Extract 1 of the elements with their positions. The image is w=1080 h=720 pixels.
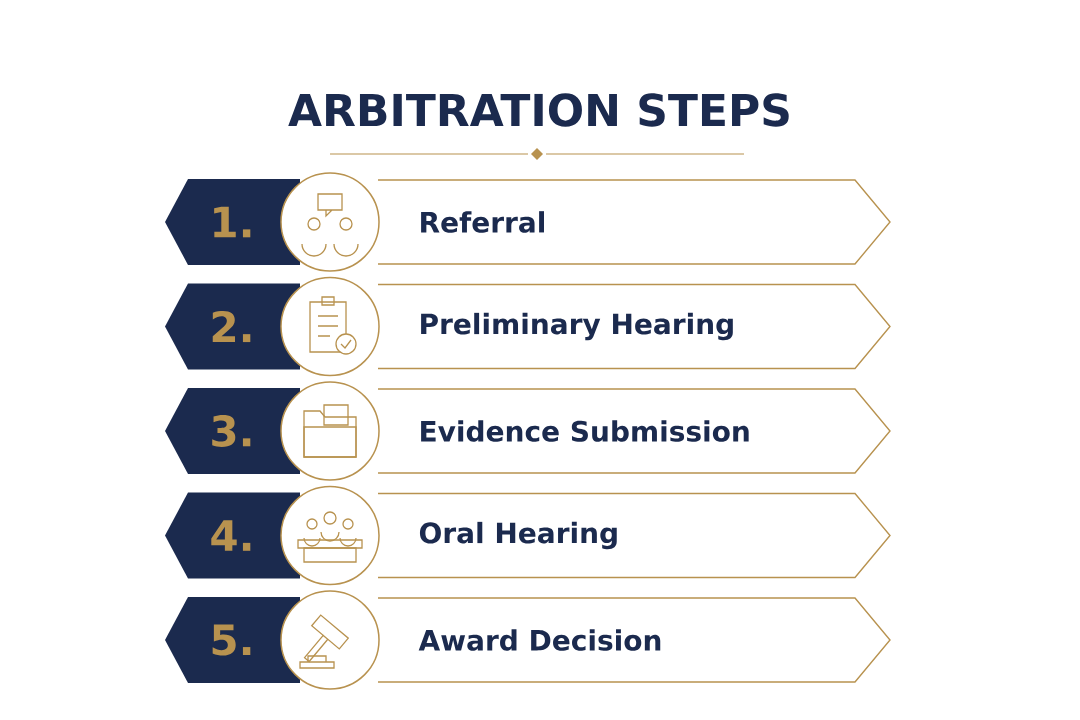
title: ARBITRATION STEPS	[288, 93, 789, 127]
